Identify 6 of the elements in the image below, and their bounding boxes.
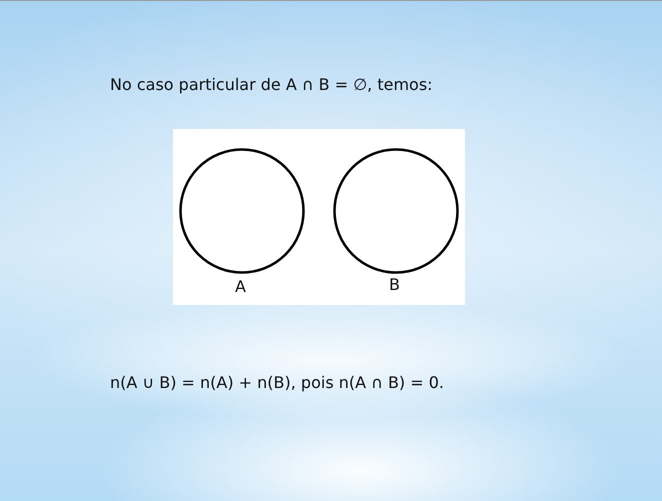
set-label: A [235, 277, 246, 296]
heading: No caso particular de A ∩ B = ∅, temos: [110, 75, 433, 94]
formula-text: n(A ∪ B) = n(A) + n(B), pois n(A ∩ B) = 0. [110, 373, 444, 392]
set-circle [179, 148, 305, 274]
set-circle [333, 148, 459, 274]
set-label: B [389, 275, 400, 294]
